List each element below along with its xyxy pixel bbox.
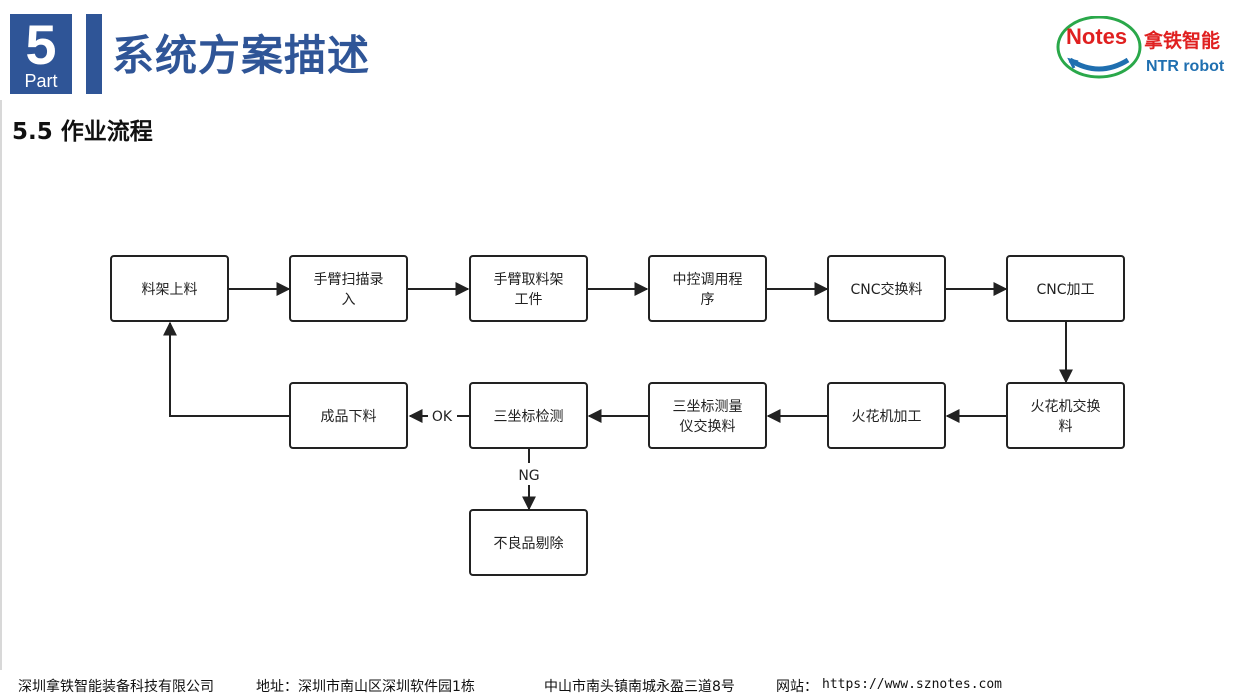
svg-text:三坐标测量: 三坐标测量	[673, 399, 743, 415]
svg-text:料架上料: 料架上料	[142, 282, 198, 298]
node-n7: 火花机交换 料	[1006, 382, 1125, 449]
logo-swoosh-icon	[1068, 57, 1130, 72]
svg-text:火花机交换: 火花机交换	[1031, 398, 1101, 415]
edge-label-ng: NG	[518, 468, 539, 484]
svg-text:成品下料: 成品下料	[321, 409, 377, 425]
svg-text:工件: 工件	[515, 292, 543, 308]
node-n7-line2: 料	[1059, 419, 1073, 435]
part-badge: 5 Part	[10, 13, 72, 94]
svg-text:CNC加工: CNC加工	[1036, 282, 1094, 298]
node-n10: 三坐标检测	[469, 382, 588, 449]
node-n2-line2: 入	[342, 292, 356, 308]
svg-text:火花机加工: 火花机加工	[852, 409, 922, 425]
node-n9: 三坐标测量 仪交换料	[648, 382, 767, 449]
footer-address: 地址：深圳市南山区深圳软件园1栋	[256, 679, 475, 695]
svg-text:料: 料	[1059, 419, 1073, 435]
node-n5-line1: CNC交换料	[850, 281, 922, 298]
node-n5: CNC交换料	[827, 255, 946, 322]
footer-address2: 中山市南头镇南城永盈三道8号	[544, 679, 735, 695]
node-n9-line2: 仪交换料	[680, 418, 736, 435]
node-n11: 成品下料	[289, 382, 408, 449]
logo-ring-icon	[1056, 16, 1142, 79]
node-n11-line1: 成品下料	[321, 409, 377, 425]
svg-text:入: 入	[342, 292, 356, 308]
svg-text:手臂取料架: 手臂取料架	[494, 272, 564, 288]
svg-text:三坐标检测: 三坐标检测	[494, 409, 564, 425]
node-n4-line2: 序	[701, 292, 715, 308]
node-n8: 火花机加工	[827, 382, 946, 449]
svg-text:序: 序	[701, 292, 715, 308]
node-n1: 料架上料	[110, 255, 229, 322]
logo-arrow-icon	[1067, 57, 1079, 69]
node-n1-line1: 料架上料	[142, 282, 198, 298]
node-n6-line1: CNC加工	[1036, 282, 1094, 298]
node-n6: CNC加工	[1006, 255, 1125, 322]
node-n3-line1: 手臂取料架	[494, 272, 564, 288]
logo-en-name: NTR robot	[1146, 58, 1225, 75]
node-n12-line1: 不良品剔除	[494, 536, 564, 552]
node-n2: 手臂扫描录 入	[289, 255, 408, 322]
node-n7-line1: 火花机交换	[1031, 398, 1101, 415]
logo-cn-name: 拿铁智能	[1144, 30, 1221, 52]
svg-text:手臂扫描录: 手臂扫描录	[314, 272, 384, 288]
left-divider	[0, 100, 2, 670]
node-n3: 手臂取料架 工件	[469, 255, 588, 322]
part-number: 5	[25, 13, 57, 76]
footer-website-label: 网站：	[776, 679, 818, 695]
company-logo	[1056, 16, 1142, 79]
title-accent-bar	[86, 14, 102, 94]
edge-n11-n1	[163, 321, 290, 417]
page-title: 系统方案描述	[112, 31, 371, 80]
node-n4: 中控调用程 序	[648, 255, 767, 322]
svg-text:中控调用程: 中控调用程	[673, 272, 743, 288]
node-n9-line1: 三坐标测量	[673, 399, 743, 415]
logo-brand-text: Notes	[1066, 24, 1128, 49]
section-title: 5.5 作业流程	[12, 119, 153, 145]
node-n4-line1: 中控调用程	[673, 272, 743, 288]
node-n3-line2: 工件	[515, 292, 543, 308]
node-n12: 不良品剔除	[469, 509, 588, 576]
svg-text:不良品剔除: 不良品剔除	[494, 536, 564, 552]
node-n2-line1: 手臂扫描录	[314, 272, 384, 288]
svg-text:CNC交换料: CNC交换料	[850, 281, 922, 298]
footer-website-link[interactable]: https://www.sznotes.com	[822, 677, 1003, 692]
footer-company: 深圳拿铁智能装备科技有限公司	[18, 679, 214, 695]
flow-edges	[163, 282, 1073, 511]
node-n8-line1: 火花机加工	[852, 409, 922, 425]
part-label: Part	[24, 71, 58, 91]
node-n10-line1: 三坐标检测	[494, 409, 564, 425]
edge-label-ok: OK	[432, 409, 453, 425]
svg-text:仪交换料: 仪交换料	[680, 418, 736, 435]
